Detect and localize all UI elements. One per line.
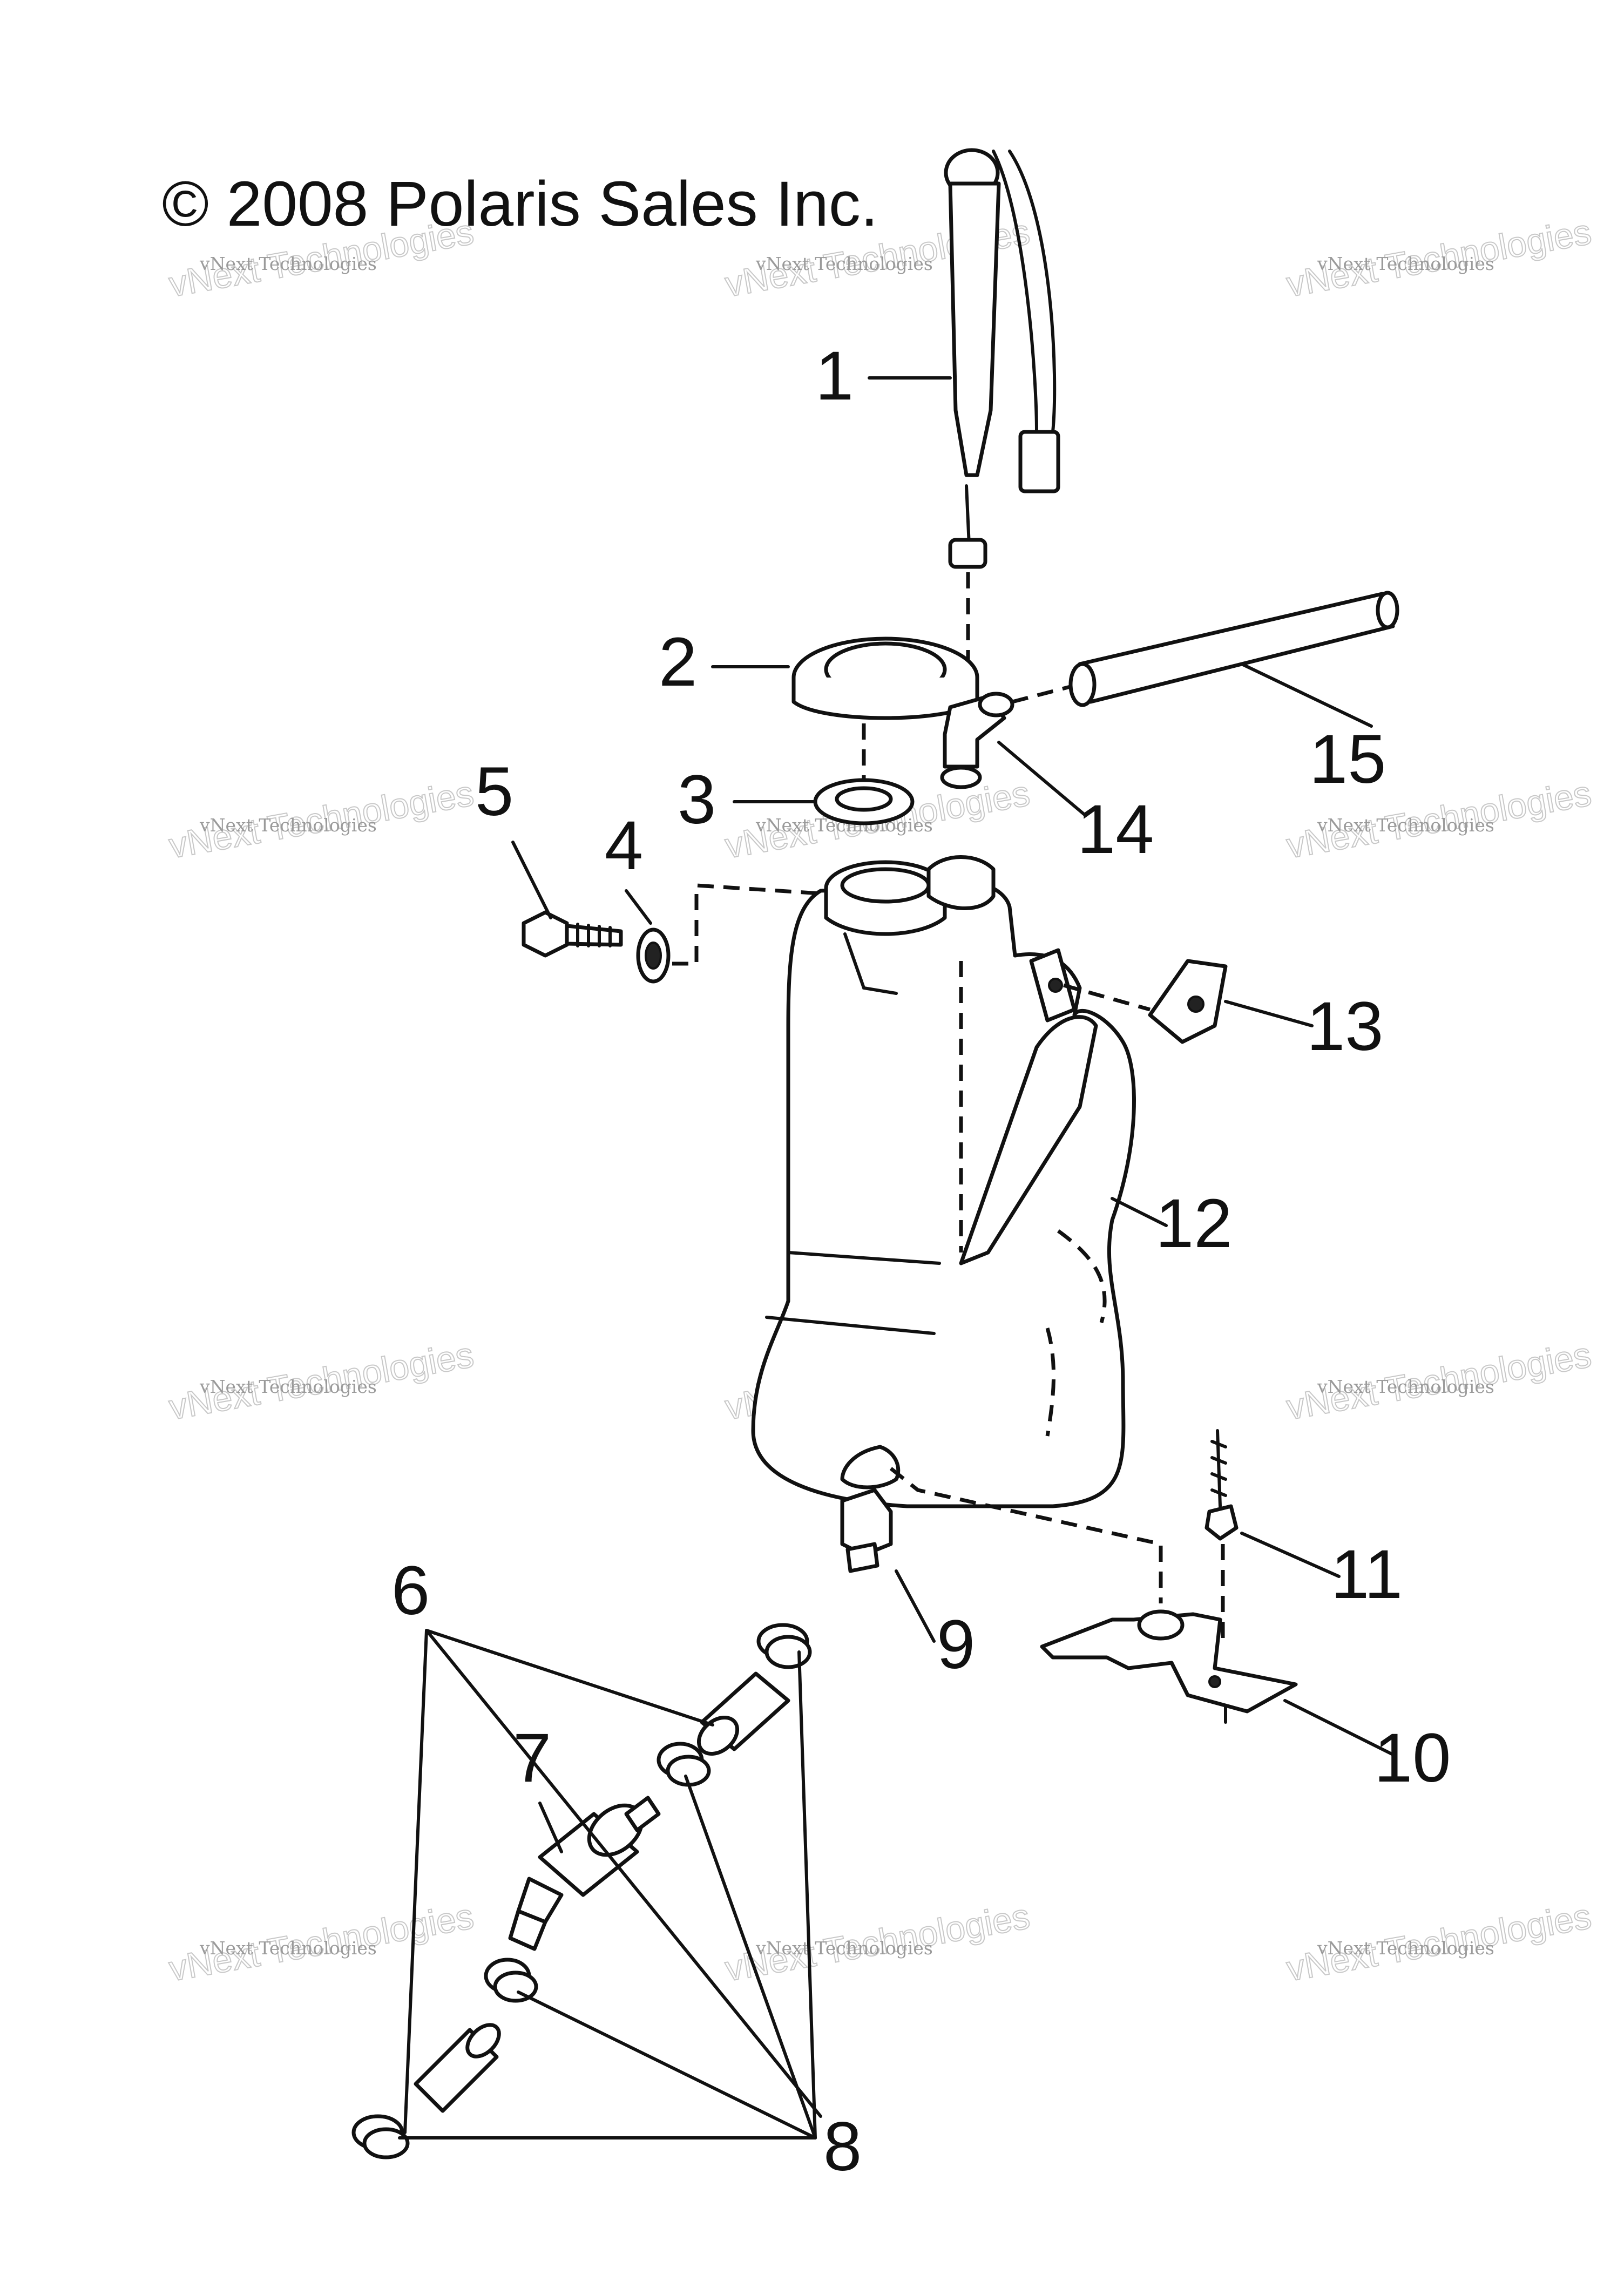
watermark-small: vNext Technologies <box>1317 1376 1494 1397</box>
watermark: vNext Technologies vNext Technologies <box>721 1895 1033 1989</box>
part-9-fitting <box>840 1488 893 1573</box>
part-7-filter <box>508 1796 661 1951</box>
callout-1: 1 <box>815 337 854 415</box>
part-8-clamp <box>657 1742 711 1787</box>
part-1-sender <box>944 148 1060 569</box>
watermark-small: vNext Technologies <box>199 815 377 836</box>
watermark: vNext Technologies vNext Technologies <box>165 1895 477 1989</box>
watermark-small: vNext Technologies <box>199 1376 377 1397</box>
part-5-bolt <box>522 910 623 958</box>
part-8-clamp <box>351 2114 410 2159</box>
callout-15: 15 <box>1309 721 1386 798</box>
callout-10: 10 <box>1374 1719 1451 1797</box>
callout-5: 5 <box>475 753 513 830</box>
watermark-small: vNext Technologies <box>1317 815 1494 836</box>
callout-11: 11 <box>1331 1536 1403 1613</box>
part-10-bracket <box>1040 1609 1298 1714</box>
part-14-elbow <box>940 692 1014 789</box>
part-8-clamp <box>756 1623 812 1669</box>
callout-12: 12 <box>1155 1185 1232 1262</box>
callout-4: 4 <box>605 807 643 884</box>
watermark: vNext Technologies vNext Technologies <box>165 773 477 866</box>
part-11-screw <box>1205 1429 1239 1541</box>
watermark: vNext Technologies vNext Technologies <box>1283 1334 1594 1428</box>
callout-9: 9 <box>937 1606 975 1683</box>
part-15-hose <box>1068 591 1399 707</box>
watermark-small: vNext Technologies <box>755 253 933 274</box>
part-8-clamp <box>484 1958 538 2003</box>
part-4-washer <box>636 927 671 984</box>
watermark-small: vNext Technologies <box>755 1938 933 1959</box>
leader-lines <box>398 376 1395 2139</box>
callout-14: 14 <box>1077 791 1154 868</box>
dashed-line-bolt-tank <box>672 883 821 966</box>
part-13-clip <box>1148 959 1228 1044</box>
callout-8: 8 <box>823 2108 862 2185</box>
part-3-gasket <box>813 778 915 825</box>
watermark-small: vNext Technologies <box>1317 1938 1494 1959</box>
callout-3: 3 <box>678 761 716 838</box>
callout-2: 2 <box>659 624 697 701</box>
watermark-small: vNext Technologies <box>1317 253 1494 274</box>
callout-13: 13 <box>1307 988 1383 1065</box>
part-12-tank <box>751 855 1136 1508</box>
watermark: vNext Technologies vNext Technologies <box>1283 211 1594 305</box>
copyright-text: © 2008 Polaris Sales Inc. <box>162 168 878 240</box>
dashed-line-14-15 <box>1012 683 1075 704</box>
part-6-hose-upper <box>696 1671 790 1756</box>
watermark-small: vNext Technologies <box>199 253 377 274</box>
part-6-hose-lower <box>414 2023 501 2113</box>
callout-7: 7 <box>513 1719 551 1797</box>
dashed-line-tank-13 <box>1063 983 1151 1012</box>
dashed-line-tank-10 <box>889 1467 1163 1603</box>
watermark-small: vNext Technologies <box>199 1938 377 1959</box>
watermark: vNext Technologies vNext Technologies <box>165 1334 477 1428</box>
watermark: vNext Technologies vNext Technologies <box>1283 1895 1594 1989</box>
callout-6: 6 <box>391 1552 430 1629</box>
callouts: 1 2 3 4 5 6 7 8 9 10 11 12 13 14 15 <box>391 337 1451 2185</box>
